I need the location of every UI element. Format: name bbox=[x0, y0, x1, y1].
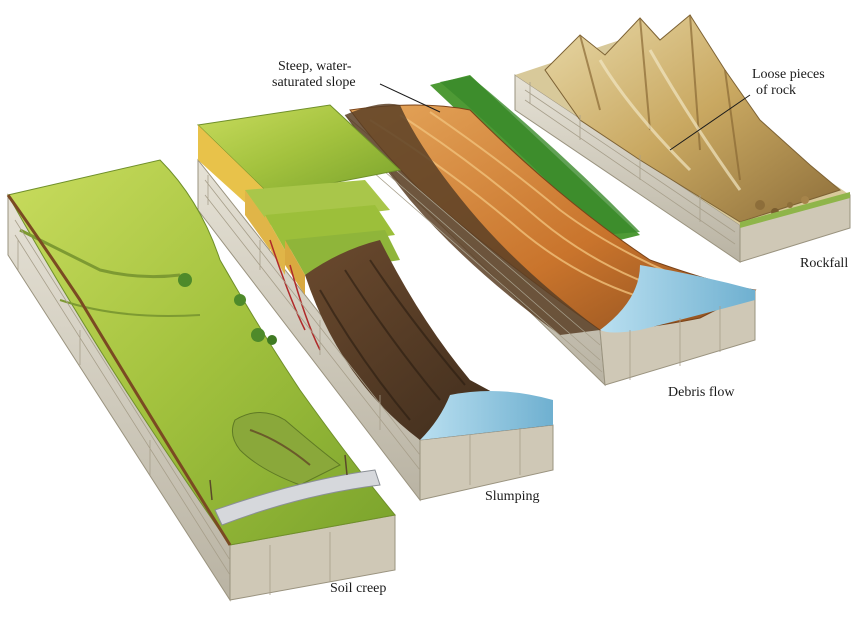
rockfall-block bbox=[514, 14, 851, 263]
label-debris-flow: Debris flow bbox=[668, 385, 735, 400]
label-soil-creep: Soil creep bbox=[330, 581, 386, 596]
label-rockfall: Rockfall bbox=[800, 256, 848, 271]
callout-loose-rock-line2: of rock bbox=[756, 83, 796, 98]
callout-loose-rock-line1: Loose pieces bbox=[752, 67, 825, 82]
leader-line-loose-rock bbox=[669, 94, 751, 151]
callout-steep-slope: Steep, water- saturated slope bbox=[272, 59, 441, 113]
slumping-block bbox=[196, 104, 554, 502]
debris-flow-block bbox=[344, 75, 757, 387]
callout-steep-slope-line1: Steep, water- bbox=[278, 59, 352, 74]
callout-steep-slope-line2: saturated slope bbox=[272, 75, 356, 90]
label-slumping: Slumping bbox=[485, 489, 539, 504]
leader-line-steep-slope bbox=[379, 83, 441, 113]
callout-loose-rock: Loose pieces of rock bbox=[669, 67, 825, 151]
soil-creep-block bbox=[6, 159, 396, 602]
